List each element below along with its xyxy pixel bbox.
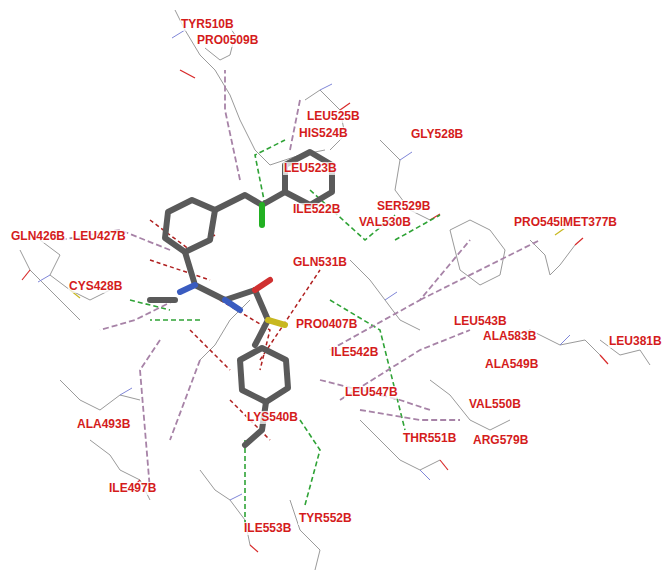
residue-label: LEU547B xyxy=(344,386,399,399)
residue-label: PRO0407B xyxy=(295,318,358,331)
residue-label: ILE542B xyxy=(330,346,379,359)
residue-label: LYS540B xyxy=(246,411,299,424)
residue-label: GLN426B xyxy=(10,230,66,243)
residue-label: GLY528B xyxy=(410,128,464,141)
residue-label: ALA493B xyxy=(76,418,131,431)
residue-label: ILE497B xyxy=(108,482,157,495)
residue-label: LEU381B xyxy=(608,335,663,348)
residue-label: SER529B xyxy=(376,200,431,213)
residue-label: TYR552B xyxy=(298,512,353,525)
residue-label: VAL530B xyxy=(358,216,412,229)
residue-label: LEU427B xyxy=(72,230,127,243)
residue-label: ALA549B xyxy=(484,358,539,371)
residue-label: ILE553B xyxy=(243,522,292,535)
residue-label: LEU543B xyxy=(453,315,508,328)
residue-label: ILE522B xyxy=(292,203,341,216)
residue-label: MET377B xyxy=(562,216,618,229)
residue-label: LEU523B xyxy=(283,162,338,175)
residue-label: TYR510B xyxy=(180,18,235,31)
residue-label: PRO0509B xyxy=(196,34,259,47)
residue-label: HIS524B xyxy=(298,127,349,140)
residue-label: GLN531B xyxy=(292,256,348,269)
residue-label: CYS428B xyxy=(68,280,123,293)
residue-label: ALA583B xyxy=(482,330,537,343)
residue-label: THR551B xyxy=(402,432,457,445)
residue-label: LEU525B xyxy=(306,110,361,123)
residue-label: VAL550B xyxy=(468,398,522,411)
residue-label: ARG579B xyxy=(472,434,529,447)
